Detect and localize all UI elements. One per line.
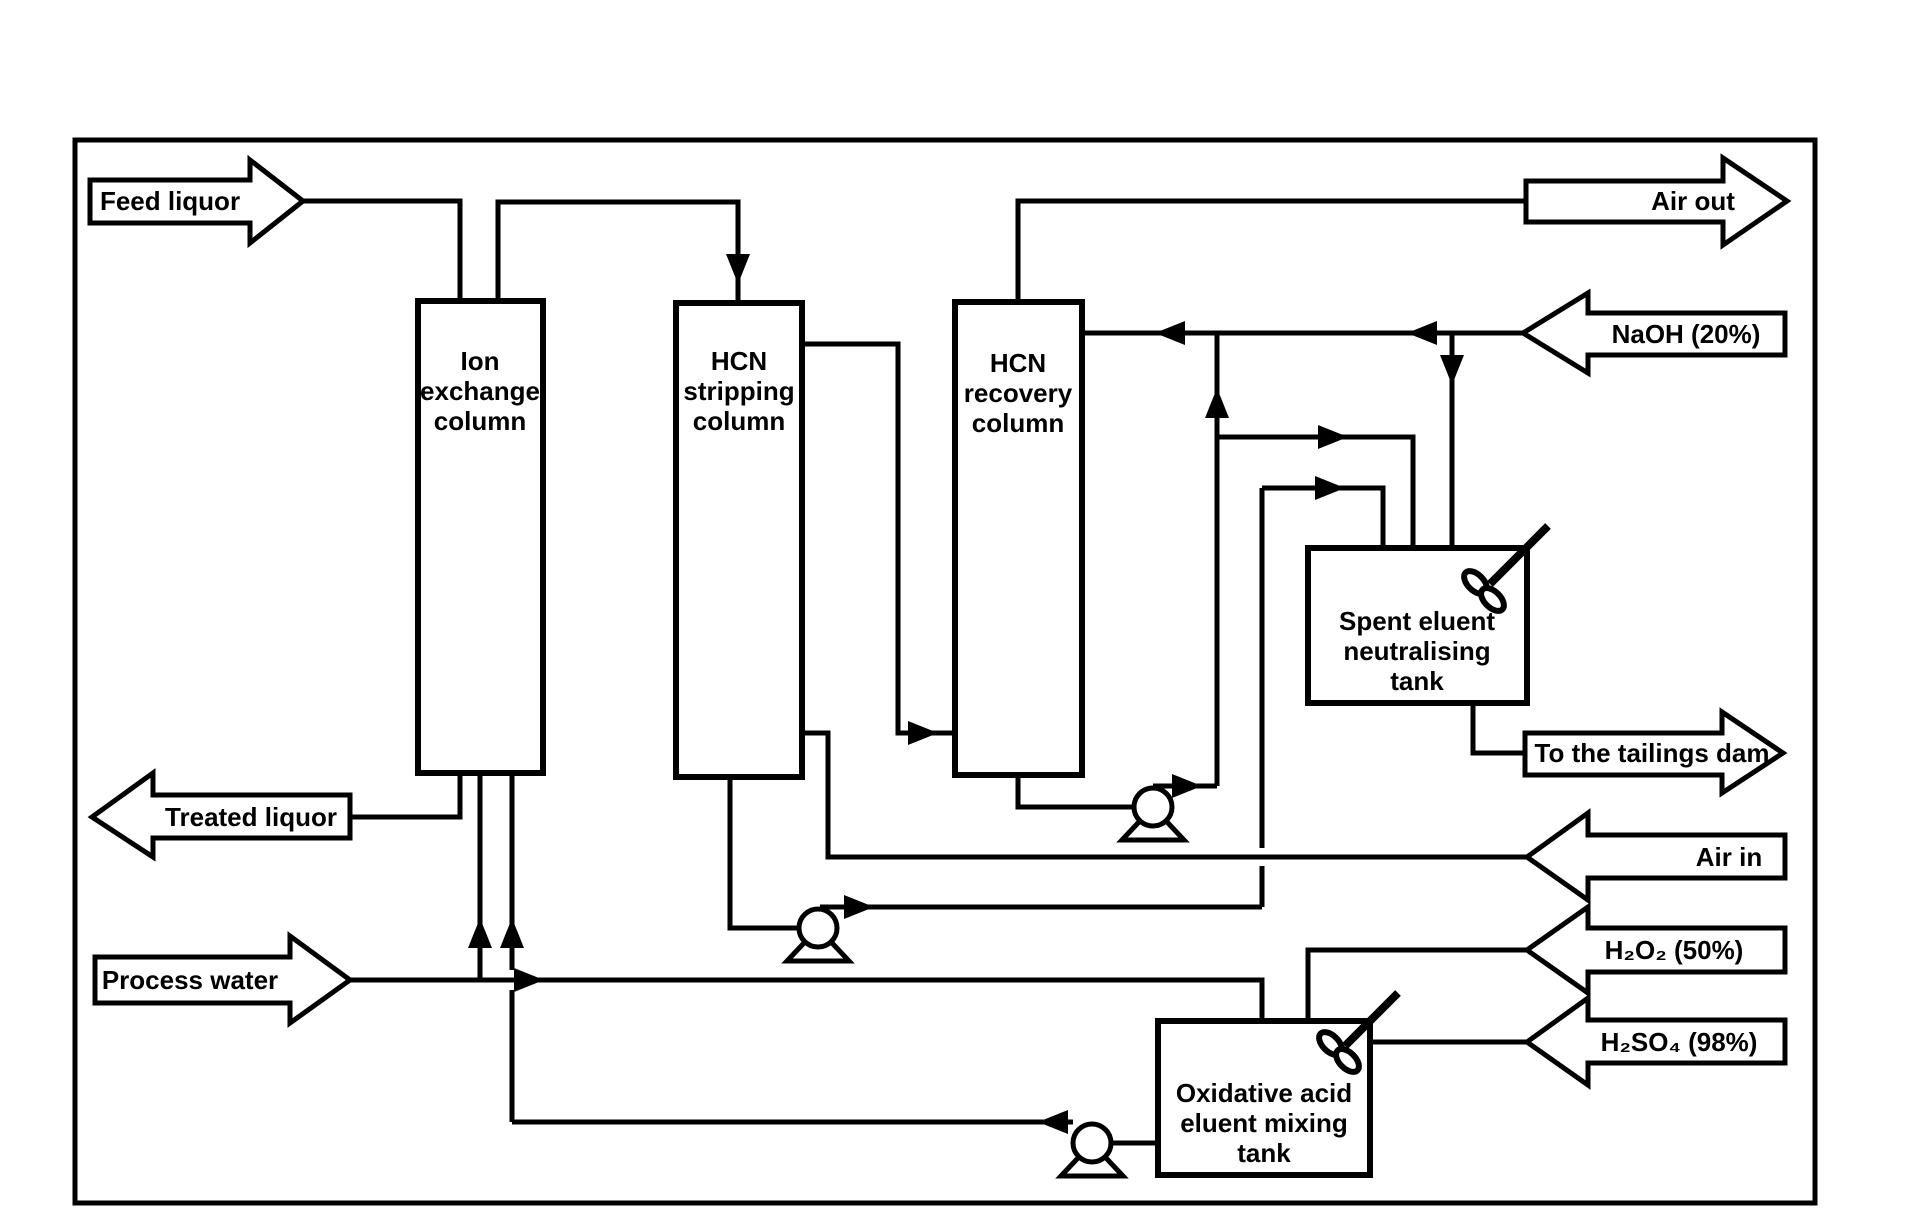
feed-liquor-arrow — [87, 154, 308, 249]
arrowhead-to-spent-tank-lower-icon — [1315, 476, 1345, 500]
treated-liquor-arrow — [87, 768, 353, 862]
arrowhead-into-recovery-icon — [908, 721, 938, 745]
air-out-arrow — [1523, 153, 1792, 250]
block-arrows — [87, 153, 1792, 1090]
arrowhead-to-spent-tank-upper-icon — [1318, 425, 1348, 449]
hcn-recovery-column-box — [952, 299, 1085, 778]
line-acid-eluent-to-ion-exchange — [509, 773, 1073, 1125]
feed-liquor-label: Feed liquor — [99, 186, 241, 216]
arrowhead-pump-a-icon — [1172, 774, 1202, 798]
line-spent-tank-to-tailings — [1470, 703, 1525, 756]
line-h2o2-to-mixing-tank — [1305, 947, 1527, 1021]
pump-icon — [1070, 1121, 1114, 1165]
line-ion-exchange-to-stripping — [495, 199, 741, 303]
diagram-border — [72, 137, 1818, 1206]
arrowhead-pump-b-icon — [844, 895, 874, 919]
line-stripping-gas-to-recovery — [802, 341, 953, 736]
arrowhead-pump-c-icon — [1038, 1110, 1068, 1134]
arrowhead-process-water-icon — [514, 968, 544, 992]
line-recycle-branch-to-spent-tank — [1217, 434, 1416, 548]
oxidative-mixing-tank-label: Oxidative acid eluent mixing tank — [1175, 1078, 1353, 1168]
pump-stripping-bottoms — [781, 906, 855, 964]
line-feed-to-ion-exchange — [303, 198, 463, 301]
naoh-label: NaOH (20%) — [1611, 319, 1761, 349]
pumps — [781, 785, 1190, 1179]
arrowhead-eluent-up-icon — [500, 918, 524, 948]
mixing-tank-agitator-icon — [1316, 990, 1401, 1075]
h2so4-label: H₂SO₄ (98%) — [1600, 1027, 1758, 1057]
line-air-in-to-stripping — [802, 730, 1527, 860]
tailings-arrow — [1522, 707, 1788, 798]
pump-icon — [1131, 785, 1175, 829]
air-in-label: Air in — [1695, 842, 1763, 872]
arrowhead-naoh-down-icon — [1440, 355, 1464, 385]
air-out-label: Air out — [1651, 186, 1735, 216]
h2o2-label: H₂O₂ (50%) — [1604, 935, 1744, 965]
line-stripping-bottoms-to-pump — [727, 777, 801, 931]
arrowhead-water-up-icon — [468, 918, 492, 948]
line-process-water-to-mixing-tank — [350, 977, 1265, 1021]
h2so4-arrow — [1522, 993, 1788, 1090]
flow-arrowheads — [468, 254, 1464, 1134]
h2o2-arrow — [1522, 902, 1788, 998]
line-recovery-bottoms-to-pump — [1015, 775, 1136, 810]
spent-tank-agitator-icon — [1461, 523, 1551, 614]
vessels — [415, 298, 1530, 1178]
ion-exchange-column-label: Ion exchange column — [420, 346, 540, 436]
air-in-arrow — [1522, 808, 1788, 905]
treated-liquor-label: Treated liquor — [165, 802, 337, 832]
line-pump-recycle-to-naoh — [1153, 333, 1220, 789]
spent-eluent-tank-box — [1305, 545, 1530, 706]
arrowhead-recycle-up-icon — [1205, 388, 1229, 418]
pump-icon — [796, 906, 840, 950]
agitators — [1316, 523, 1551, 1075]
tailings-label: To the tailings dam — [1534, 738, 1770, 768]
pump-recovery-bottoms — [1116, 785, 1190, 843]
naoh-arrow — [1518, 288, 1788, 378]
pump-mixing-tank — [1055, 1121, 1129, 1179]
line-stripped-eluate-to-spent-tank — [820, 485, 1386, 910]
arrowhead-into-stripping-icon — [726, 254, 750, 284]
process-water-label: Process water — [101, 965, 279, 995]
spent-eluent-tank-label: Spent eluent neutralising tank — [1338, 606, 1496, 696]
line-recovery-to-air-out — [1015, 198, 1526, 302]
ion-exchange-column-box — [415, 298, 546, 776]
line-ion-exchange-to-treated-liquor — [350, 773, 463, 820]
hcn-stripping-column-box — [673, 300, 805, 780]
arrowhead-naoh-left-icon — [1407, 321, 1437, 345]
process-water-arrow — [92, 931, 355, 1028]
arrowhead-naoh-into-column-icon — [1155, 321, 1185, 345]
hcn-recovery-column-label: HCN recovery column — [963, 348, 1073, 438]
hcn-stripping-column-label: HCN stripping column — [683, 346, 795, 436]
